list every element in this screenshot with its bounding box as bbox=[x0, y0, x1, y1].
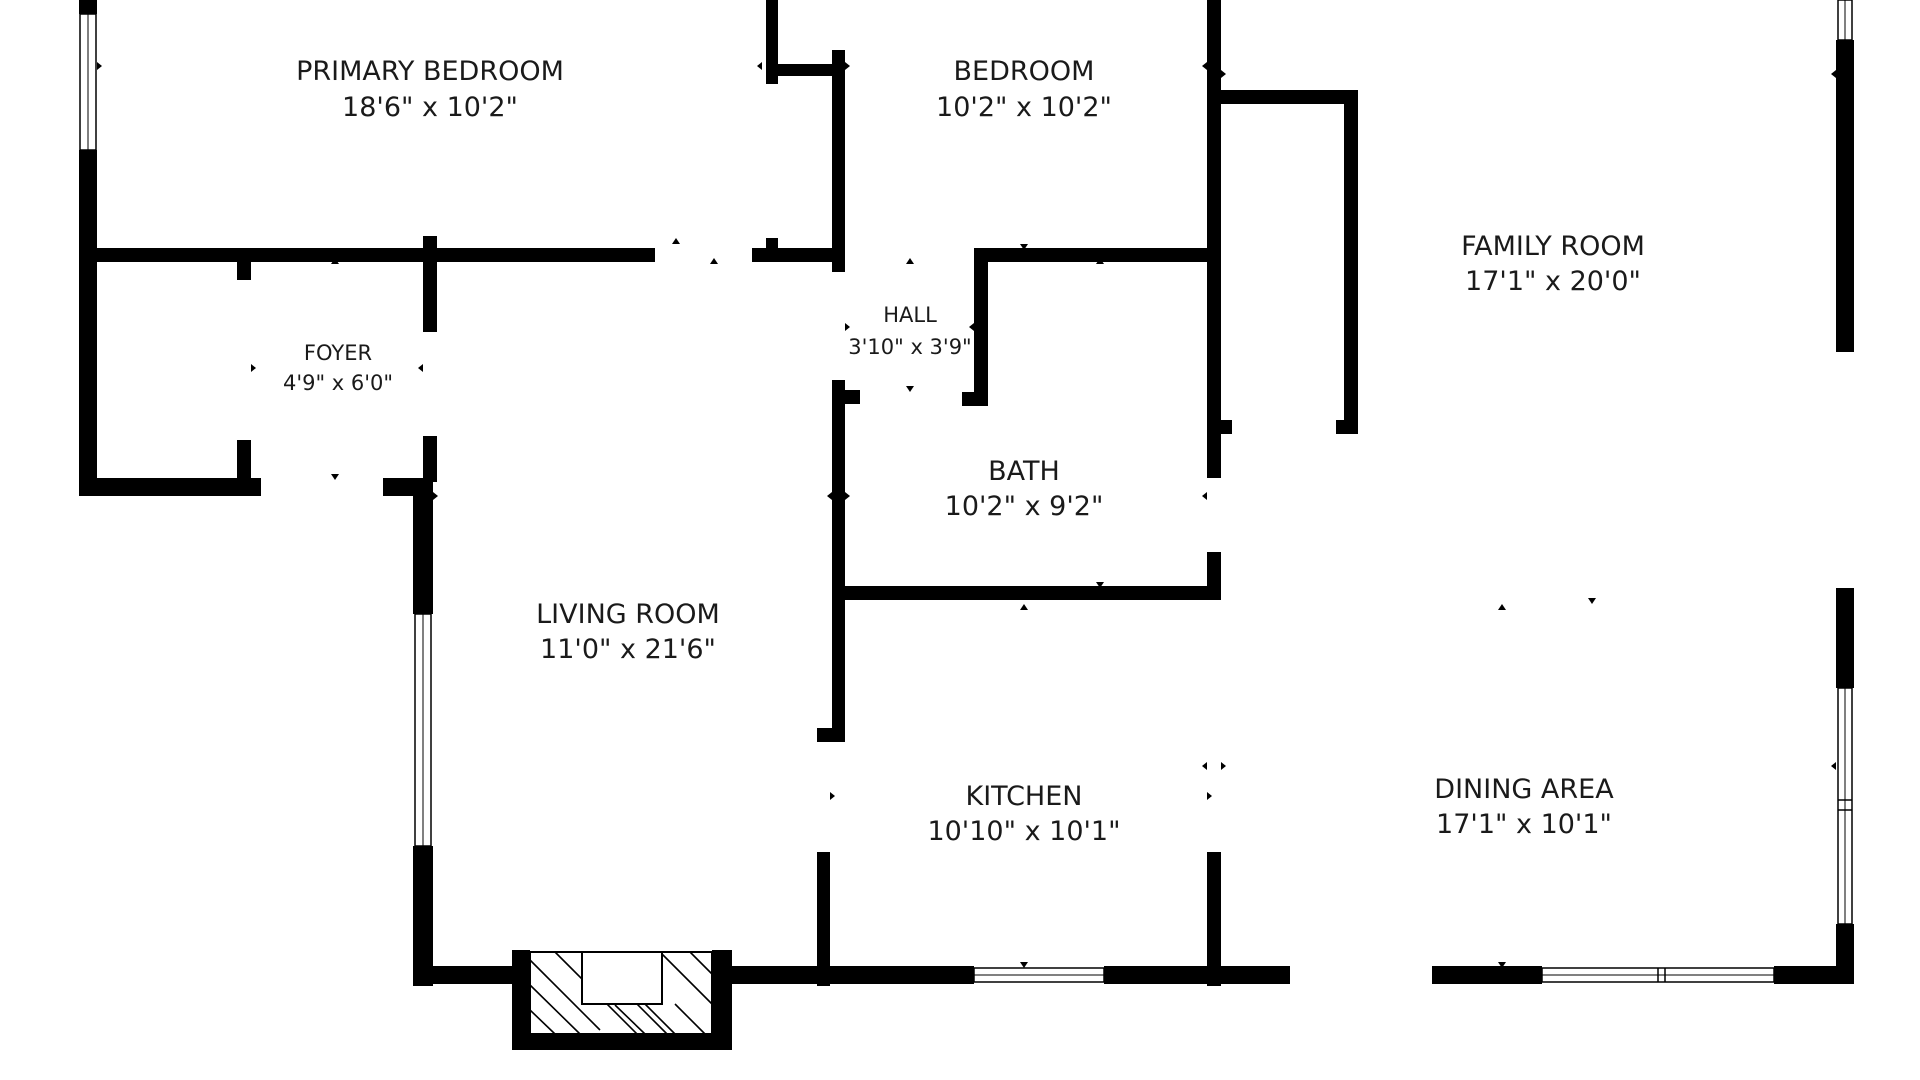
room-dimensions: 10'2" x 10'2" bbox=[936, 92, 1112, 123]
room-dimensions: 10'10" x 10'1" bbox=[927, 816, 1120, 847]
room-dimensions: 11'0" x 21'6" bbox=[540, 634, 716, 665]
room-name: LIVING ROOM bbox=[536, 599, 720, 630]
room-label-primary-bedroom: PRIMARY BEDROOM 18'6" x 10'2" bbox=[296, 56, 564, 123]
room-dimensions: 18'6" x 10'2" bbox=[342, 92, 518, 123]
room-label-dining-area: DINING AREA 17'1" x 10'1" bbox=[1434, 774, 1614, 840]
windows bbox=[79, 0, 1853, 983]
room-name: BEDROOM bbox=[954, 56, 1095, 87]
room-dimensions: 3'10" x 3'9" bbox=[848, 335, 971, 359]
room-name: HALL bbox=[883, 303, 937, 327]
room-label-foyer: FOYER 4'9" x 6'0" bbox=[283, 341, 393, 395]
room-label-bedroom: BEDROOM 10'2" x 10'2" bbox=[936, 56, 1112, 123]
room-dimensions: 17'1" x 10'1" bbox=[1436, 809, 1612, 840]
room-dimensions: 10'2" x 9'2" bbox=[945, 491, 1104, 522]
room-dimensions: 17'1" x 20'0" bbox=[1465, 266, 1641, 297]
room-name: PRIMARY BEDROOM bbox=[296, 56, 564, 87]
walls bbox=[79, 0, 1854, 1050]
room-name: FOYER bbox=[304, 341, 372, 365]
room-label-living-room: LIVING ROOM 11'0" x 21'6" bbox=[536, 599, 720, 665]
room-name: FAMILY ROOM bbox=[1461, 231, 1645, 262]
fireplace bbox=[529, 951, 713, 1035]
room-label-hall: HALL 3'10" x 3'9" bbox=[848, 303, 971, 359]
opening-markers bbox=[97, 62, 1836, 968]
room-name: BATH bbox=[988, 456, 1060, 487]
room-name: DINING AREA bbox=[1434, 774, 1614, 805]
room-label-kitchen: KITCHEN 10'10" x 10'1" bbox=[927, 781, 1120, 847]
room-label-bath: BATH 10'2" x 9'2" bbox=[945, 456, 1104, 522]
room-name: KITCHEN bbox=[966, 781, 1083, 812]
room-dimensions: 4'9" x 6'0" bbox=[283, 371, 393, 395]
room-label-family-room: FAMILY ROOM 17'1" x 20'0" bbox=[1461, 231, 1645, 297]
